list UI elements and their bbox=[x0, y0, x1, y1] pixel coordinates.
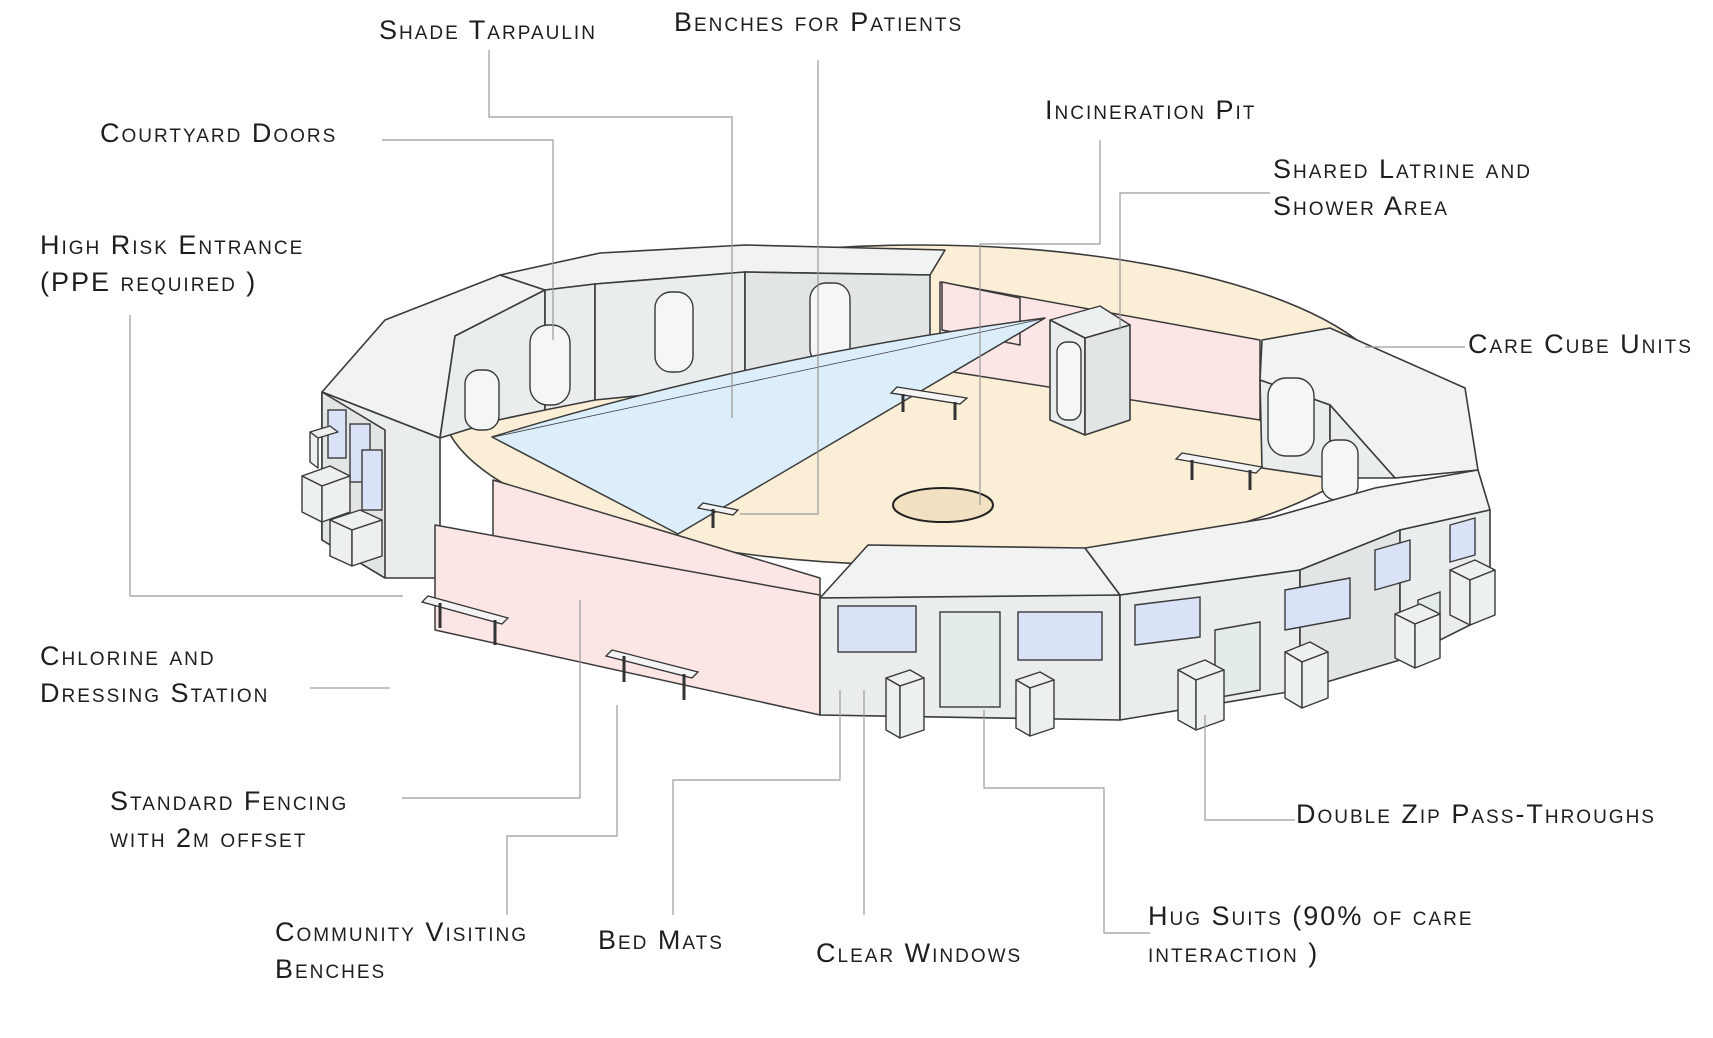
patient-benches bbox=[696, 386, 1264, 528]
tarpaulin-edge bbox=[491, 317, 1046, 438]
label-community-line1: Community Visiting bbox=[275, 917, 529, 947]
label-community-benches: Community Visiting Benches bbox=[275, 914, 528, 989]
label-standard-fencing: Standard Fencing with 2m offset bbox=[110, 783, 348, 858]
label-fencing-line2: with 2m offset bbox=[110, 823, 308, 854]
label-high-risk-line2: (PPE required ) bbox=[40, 267, 258, 298]
label-chlorine-line1: Chlorine and bbox=[40, 641, 216, 671]
label-hug-suits: Hug Suits (90% of care interaction ) bbox=[1148, 898, 1474, 973]
label-shared-latrine-line1: Shared Latrine and bbox=[1273, 154, 1532, 184]
label-fencing-line1: Standard Fencing bbox=[110, 786, 349, 816]
label-incineration-pit: Incineration Pit bbox=[1045, 95, 1257, 125]
clear-window bbox=[1284, 577, 1351, 631]
label-high-risk-entrance: High Risk Entrance (PPE required ) bbox=[40, 227, 304, 302]
label-chlorine-station: Chlorine and Dressing Station bbox=[40, 638, 269, 713]
clear-window bbox=[1134, 596, 1201, 646]
label-care-cube-units: Care Cube Units bbox=[1468, 329, 1693, 359]
incineration-pit bbox=[892, 487, 994, 523]
clear-window bbox=[1017, 611, 1103, 661]
label-hug-suits-line1: Hug Suits (90% of care bbox=[1148, 901, 1474, 931]
label-double-zip: Double Zip Pass-Throughs bbox=[1296, 799, 1656, 829]
label-shared-latrine: Shared Latrine and Shower Area bbox=[1273, 151, 1532, 226]
latrine-shower-block bbox=[1049, 305, 1131, 436]
left-entrance-unit bbox=[301, 391, 441, 579]
label-high-risk-line1: High Risk Entrance bbox=[40, 230, 305, 260]
label-shared-latrine-line2: Shower Area bbox=[1273, 191, 1449, 222]
label-shade-tarpaulin: Shade Tarpaulin bbox=[379, 15, 597, 45]
clear-window bbox=[837, 605, 917, 653]
label-courtyard-doors: Courtyard Doors bbox=[100, 118, 338, 148]
label-bed-mats: Bed Mats bbox=[598, 925, 724, 955]
label-community-line2: Benches bbox=[275, 954, 387, 985]
courtyard-doors bbox=[464, 282, 851, 431]
label-clear-windows: Clear Windows bbox=[816, 938, 1023, 968]
hug-suit-opening bbox=[939, 611, 1001, 708]
pass-through-boxes bbox=[885, 559, 1496, 739]
label-chlorine-line2: Dressing Station bbox=[40, 678, 270, 709]
label-hug-suits-line2: interaction ) bbox=[1148, 938, 1320, 969]
label-benches-for-patients: Benches for Patients bbox=[674, 7, 964, 37]
leader-lines bbox=[129, 50, 1465, 934]
community-benches bbox=[420, 595, 700, 700]
right-unit-ring bbox=[1259, 327, 1479, 501]
